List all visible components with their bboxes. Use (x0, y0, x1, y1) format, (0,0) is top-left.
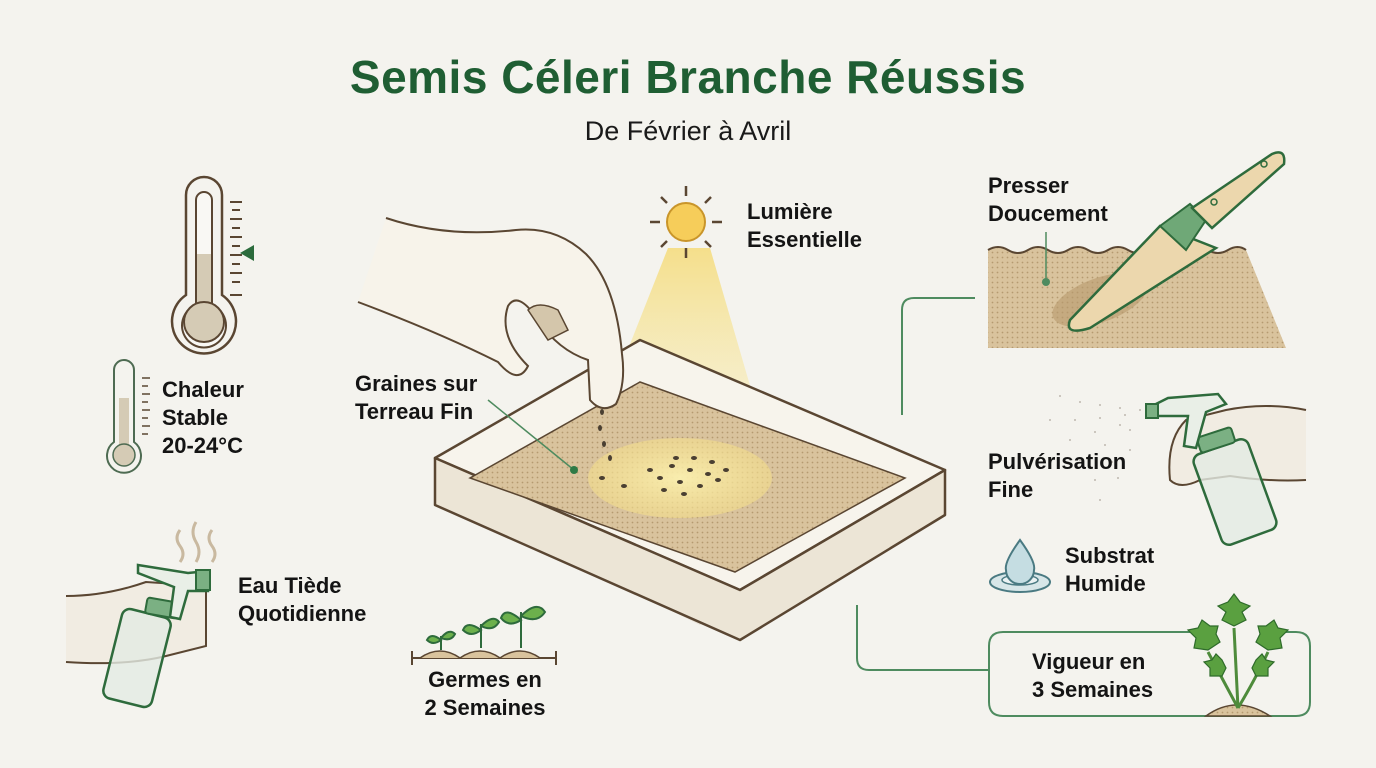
sprouts-icon (411, 605, 557, 665)
vigor-connector-line (856, 605, 990, 671)
water-drop-icon (989, 538, 1051, 593)
spray-bottle-left-icon (65, 521, 217, 709)
celery-plant-icon (1186, 593, 1290, 717)
press-label: Presser Doucement (988, 173, 1108, 226)
page-subtitle: De Février à Avril (584, 116, 792, 146)
vigor-label: Vigueur en 3 Semaines (1032, 649, 1154, 702)
seed-tray-icon (433, 338, 947, 642)
thermometer-large-icon (170, 175, 254, 355)
heat-label: Chaleur Stable 20-24°C (162, 377, 244, 458)
water-label: Eau Tiède Quotidienne (238, 573, 367, 626)
mist-label: Pulvérisation Fine (988, 449, 1127, 502)
seeds-connector-dot (570, 466, 578, 474)
moist-label: Substrat Humide (1065, 543, 1155, 596)
spray-bottle-right-icon (1145, 392, 1307, 547)
trowel-icon (987, 151, 1286, 348)
thermometer-small-icon (106, 359, 150, 474)
mist-spray-icon (1049, 395, 1141, 501)
germination-label: Germes en 2 Semaines (424, 667, 546, 720)
vigor-box (988, 631, 1311, 717)
page-title: Semis Céleri Branche Réussis (349, 51, 1027, 103)
seeds-connector-line (487, 399, 575, 471)
seeds-label: Graines sur Terreau Fin (355, 371, 478, 424)
light-label: Lumière Essentielle (747, 199, 862, 252)
press-connector-line (901, 297, 975, 415)
hand-icon (357, 217, 625, 410)
